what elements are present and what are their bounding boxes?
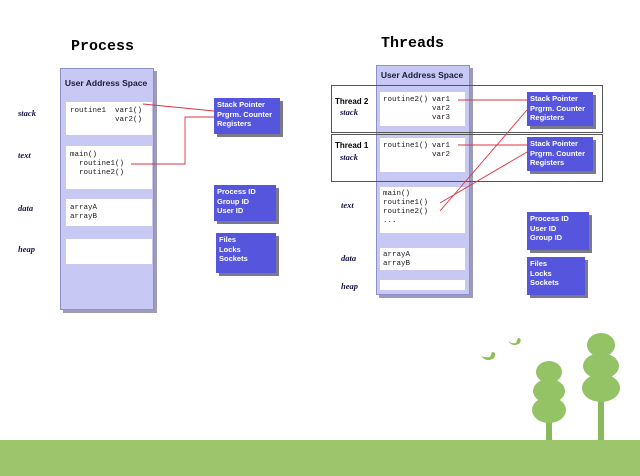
thread2-program-counter: Prgrm. Counter: [530, 103, 586, 113]
process-ids-box: Process ID Group ID User ID: [214, 185, 276, 221]
process-counter-line: [131, 116, 214, 165]
threads-uas-title: User Address Space: [380, 70, 464, 80]
process-heap-segment: [65, 238, 153, 265]
thread1-band: [331, 134, 603, 182]
thread1-label: Thread 1: [335, 141, 369, 150]
threads-ids-box: Process ID User ID Group ID: [527, 212, 589, 250]
process-sockets: Sockets: [219, 254, 248, 263]
process-group-id: Group ID: [217, 196, 250, 206]
thread2-label: Thread 2: [335, 97, 369, 106]
thread1-registers: Registers: [530, 158, 565, 167]
thread1-registers-box: Stack Pointer Prgrm. Counter Registers: [527, 137, 593, 171]
threads-user-id: User ID: [530, 223, 557, 233]
process-registers: Registers: [217, 119, 252, 128]
threads-text-segment: main() routine1() routine2() ...: [379, 186, 466, 234]
threads-data-label: data: [341, 253, 357, 263]
threads-files: Files: [530, 259, 548, 268]
process-uas-title: User Address Space: [64, 78, 148, 88]
threads-heap-segment: [379, 279, 466, 291]
threads-files-box: Files Locks Sockets: [527, 257, 585, 295]
process-stack-label: stack: [18, 108, 36, 118]
process-data-label: data: [18, 203, 34, 213]
thread2-stack-segment: routine2() var1 var2 var3: [379, 91, 466, 127]
tree-icon: [532, 333, 620, 440]
process-id: Process ID: [217, 187, 256, 196]
process-stack-pointer-line: [142, 103, 215, 112]
thread1-program-counter: Prgrm. Counter: [530, 148, 586, 158]
process-heading: Process: [71, 38, 135, 55]
process-registers-box: Stack Pointer Prgrm. Counter Registers: [214, 98, 280, 134]
thread1-stack-segment: routine1() var1 var2: [379, 137, 466, 173]
thread2-stack-pointer: Stack Pointer: [530, 94, 578, 103]
thread2-registers: Registers: [530, 113, 565, 122]
thread2-vars: var1 var2 var3: [432, 96, 451, 122]
process-stack-vars: var1() var2(): [115, 107, 143, 124]
threads-text-label: text: [341, 200, 354, 210]
threads-heap-label: heap: [341, 281, 358, 291]
thread1-stack-label: stack: [340, 152, 358, 162]
thread2-registers-box: Stack Pointer Prgrm. Counter Registers: [527, 92, 593, 126]
thread2-routine: routine2(): [383, 96, 429, 104]
process-text-code: main() routine1() routine2(): [70, 151, 125, 177]
process-files-box: Files Locks Sockets: [216, 233, 276, 273]
process-program-counter: Prgrm. Counter: [217, 109, 273, 119]
thread1-stack-pointer: Stack Pointer: [530, 139, 578, 148]
threads-sockets: Sockets: [530, 278, 559, 287]
process-locks: Locks: [219, 244, 241, 254]
thread1-counter-line: [439, 151, 528, 204]
process-stack-routine: routine1: [70, 107, 107, 115]
process-text-segment: main() routine1() routine2(): [65, 145, 153, 190]
process-files: Files: [219, 235, 237, 244]
threads-group-id: Group ID: [530, 233, 563, 242]
thread1-vars: var1 var2: [432, 142, 451, 159]
threads-text-code: main() routine1() routine2() ...: [383, 190, 429, 225]
grass-band: [0, 440, 640, 476]
threads-process-id: Process ID: [530, 214, 569, 223]
thread1-routine: routine1(): [383, 142, 429, 150]
thread2-band: [331, 85, 603, 133]
threads-heading: Threads: [381, 35, 445, 52]
threads-locks: Locks: [530, 268, 552, 278]
process-user-id: User ID: [217, 206, 244, 215]
bird-icon: [481, 338, 521, 361]
thread2-stack-label: stack: [340, 107, 358, 117]
process-heap-label: heap: [18, 244, 35, 254]
process-data-values: arrayA arrayB: [70, 204, 98, 221]
process-text-label: text: [18, 150, 31, 160]
threads-data-values: arrayA arrayB: [383, 251, 411, 268]
process-data-segment: arrayA arrayB: [65, 198, 153, 227]
threads-data-segment: arrayA arrayB: [379, 247, 466, 271]
process-stack-segment: routine1 var1() var2(): [65, 101, 153, 136]
process-stack-pointer: Stack Pointer: [217, 100, 265, 109]
